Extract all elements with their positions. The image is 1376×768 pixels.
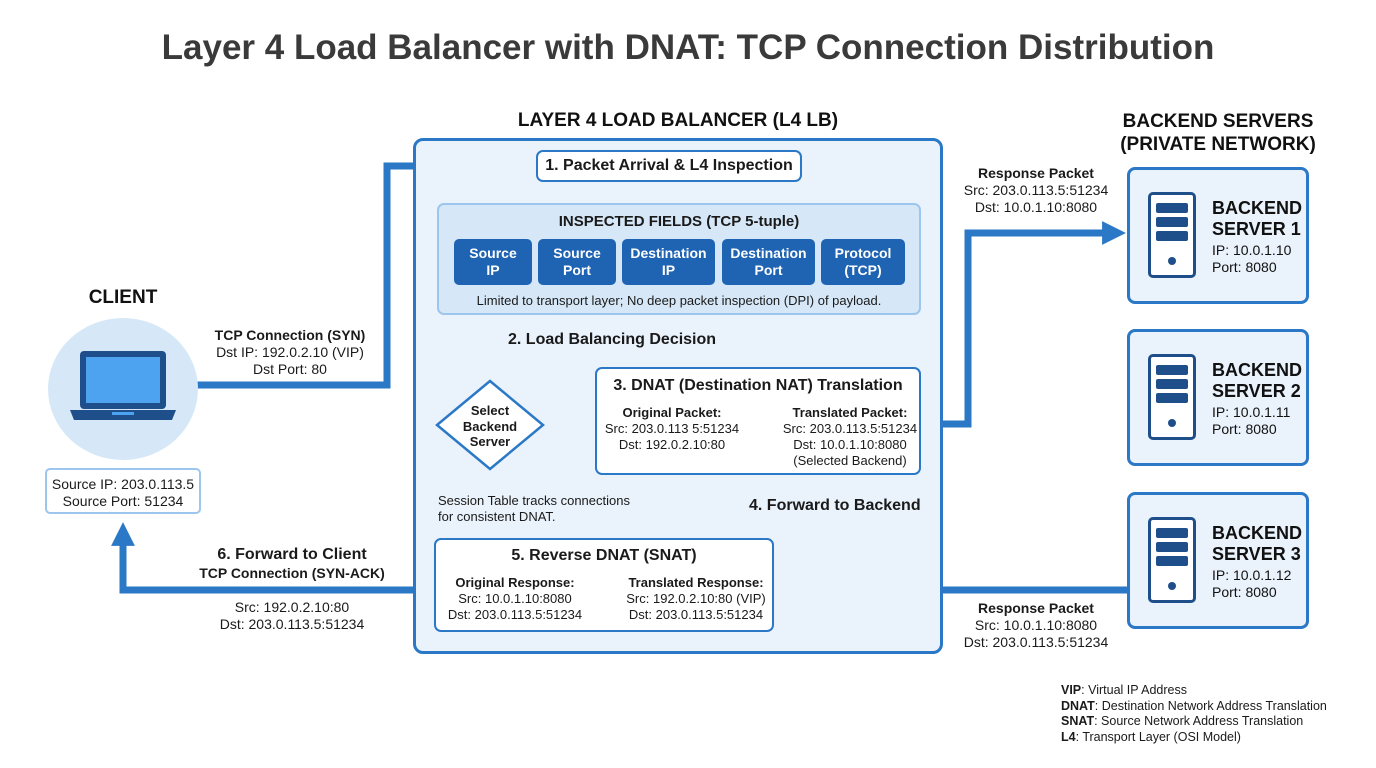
decision-diamond <box>435 379 545 471</box>
server-icon <box>1148 192 1196 278</box>
dnat-original: Original Packet: Src: 203.0.113 5:51234 … <box>604 405 740 452</box>
syn-label: TCP Connection (SYN) Dst IP: 192.0.2.10 … <box>214 327 366 377</box>
legend-item: DNAT: Destination Network Address Transl… <box>1061 698 1327 713</box>
session-note: Session Table tracks connections for con… <box>438 493 630 524</box>
response-top-label: Response Packet Src: 203.0.113.5:51234 D… <box>963 165 1109 215</box>
step1-label: 1. Packet Arrival & L4 Inspection <box>536 150 802 182</box>
step5-label: 5. Reverse DNAT (SNAT) <box>511 547 697 564</box>
step3-label: 3. DNAT (Destination NAT) Translation <box>613 377 903 394</box>
to-client-arrow <box>111 522 434 594</box>
step2-label: 2. Load Balancing Decision <box>508 331 717 348</box>
response-bottom-label: Response Packet Src: 10.0.1.10:8080 Dst:… <box>963 600 1109 650</box>
synack-label: TCP Connection (SYN-ACK) <box>199 565 385 581</box>
field-protocol: Protocol(TCP) <box>821 239 905 285</box>
page-title: Layer 4 Load Balancer with DNAT: TCP Con… <box>161 28 1215 67</box>
client-heading: CLIENT <box>88 287 158 308</box>
backend-heading: BACKEND SERVERS (PRIVATE NETWORK) <box>1120 111 1316 155</box>
legend-item: SNAT: Source Network Address Translation <box>1061 714 1304 728</box>
step4-label: 4. Forward to Backend <box>749 497 921 514</box>
synack-addresses: Src: 192.0.2.10:80 Dst: 203.0.113.5:5123… <box>219 599 365 632</box>
legend-item: L4: Transport Layer (OSI Model) <box>1061 729 1241 744</box>
snat-translated: Translated Response: Src: 192.0.2.10:80 … <box>626 575 766 622</box>
legend-item: VIP: Virtual IP Address <box>1061 683 1188 697</box>
inspected-note: Limited to transport layer; No deep pack… <box>476 293 882 308</box>
step6-label: 6. Forward to Client <box>217 546 367 563</box>
client-source-box: Source IP: 203.0.113.5 Source Port: 5123… <box>45 468 201 514</box>
server-icon <box>1148 354 1196 440</box>
laptop-icon <box>70 351 176 420</box>
server-icon <box>1148 517 1196 603</box>
to-backend-arrow <box>921 221 1126 428</box>
inspected-fields-title: INSPECTED FIELDS (TCP 5-tuple) <box>558 213 800 230</box>
dnat-box: 3. DNAT (Destination NAT) Translation Or… <box>595 367 921 475</box>
dnat-translated: Translated Packet: Src: 203.0.113.5:5123… <box>782 405 918 468</box>
legend: VIP: Virtual IP Address DNAT: Destinatio… <box>1061 683 1327 745</box>
snat-original: Original Response: Src: 10.0.1.10:8080 D… <box>447 575 583 622</box>
snat-box: 5. Reverse DNAT (SNAT) Original Response… <box>434 538 774 632</box>
lb-heading: LAYER 4 LOAD BALANCER (L4 LB) <box>517 110 839 131</box>
